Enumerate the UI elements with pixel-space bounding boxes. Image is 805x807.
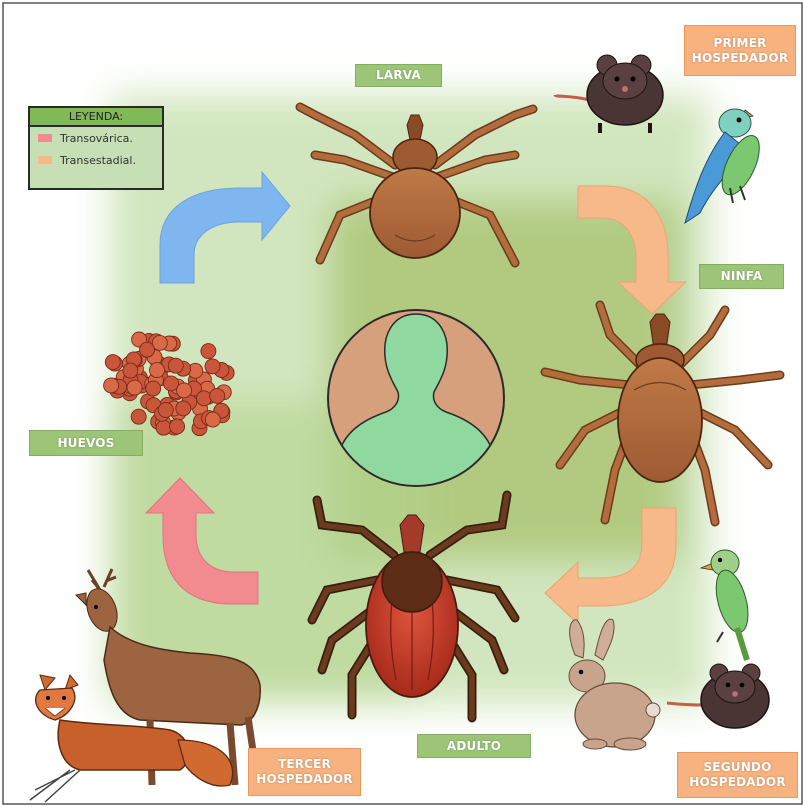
legend: LEYENDA: Transovárica. Transestadial. bbox=[28, 106, 164, 190]
stage-label-nymph: NINFA bbox=[699, 264, 784, 289]
egg bbox=[123, 363, 138, 378]
egg bbox=[201, 344, 216, 359]
egg bbox=[131, 409, 146, 424]
host-label-line: HOSPEDADOR bbox=[256, 772, 353, 787]
egg bbox=[127, 380, 142, 395]
host-label-line: HOSPEDADOR bbox=[689, 775, 786, 790]
egg bbox=[168, 358, 183, 373]
host-label-third: TERCER HOSPEDADOR bbox=[248, 748, 361, 796]
host-label-line: TERCER bbox=[278, 757, 331, 772]
legend-title: LEYENDA: bbox=[30, 108, 162, 127]
host-label-line: HOSPEDADOR bbox=[692, 51, 789, 66]
egg bbox=[164, 376, 179, 391]
legend-item-transstadial: Transestadial. bbox=[30, 149, 162, 171]
host-label-second: SEGUNDO HOSPEDADOR bbox=[677, 752, 798, 798]
egg bbox=[156, 420, 171, 435]
egg bbox=[150, 363, 165, 378]
egg bbox=[170, 419, 185, 434]
egg bbox=[146, 381, 161, 396]
egg bbox=[205, 359, 220, 374]
stage-label-adult: ADULTO bbox=[417, 734, 531, 758]
legend-swatch bbox=[38, 156, 52, 164]
host-label-line: PRIMER bbox=[713, 36, 766, 51]
stage-label-text: ADULTO bbox=[447, 739, 501, 754]
egg bbox=[105, 355, 120, 370]
host-label-first: PRIMER HOSPEDADOR bbox=[684, 25, 796, 76]
stage-label-text: NINFA bbox=[721, 269, 763, 284]
egg bbox=[140, 342, 155, 357]
legend-item-transovarial: Transovárica. bbox=[30, 127, 162, 149]
legend-item-label: Transestadial. bbox=[60, 154, 136, 167]
egg bbox=[176, 401, 191, 416]
egg bbox=[177, 383, 192, 398]
stage-label-text: LARVA bbox=[376, 68, 421, 83]
stage-label-text: HUEVOS bbox=[57, 436, 114, 451]
egg bbox=[210, 388, 225, 403]
stage-label-larva: LARVA bbox=[355, 64, 442, 87]
egg bbox=[197, 391, 212, 406]
egg bbox=[104, 378, 119, 393]
legend-item-label: Transovárica. bbox=[60, 132, 133, 145]
host-label-line: SEGUNDO bbox=[703, 760, 771, 775]
stage-label-eggs: HUEVOS bbox=[29, 430, 143, 456]
egg bbox=[205, 412, 220, 427]
egg bbox=[158, 403, 173, 418]
legend-swatch bbox=[38, 134, 52, 142]
